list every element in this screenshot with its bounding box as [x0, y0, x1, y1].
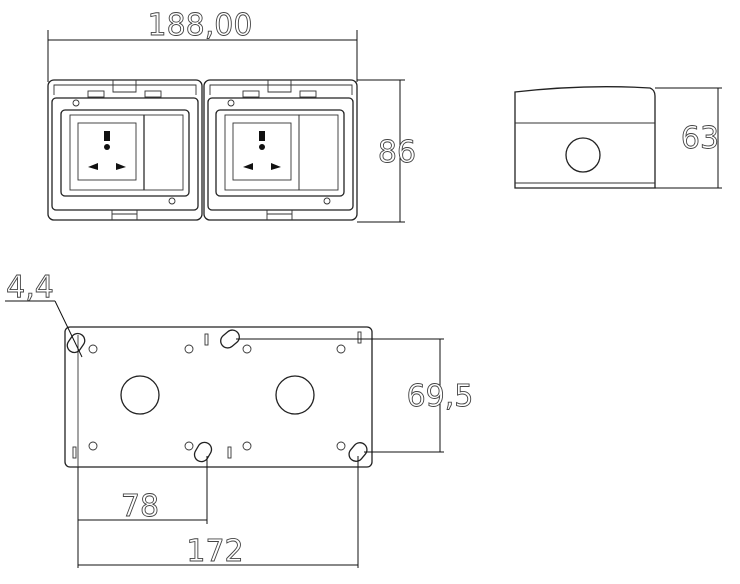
mounting-slots	[66, 329, 368, 463]
vertical-spacing-label: 69,5	[407, 379, 474, 414]
cable-entry-left	[120, 375, 160, 415]
small-holes	[88, 344, 346, 451]
depth-dimension-label: 63	[681, 121, 719, 156]
long-spacing-label: 172	[186, 534, 243, 569]
socket-module-left	[47, 79, 203, 221]
width-dimension-label: 188,00	[148, 8, 253, 43]
height-dimension-label: 86	[378, 135, 416, 170]
back-view: 4,4 69,5 78 172	[5, 270, 474, 569]
side-view: 63	[514, 86, 722, 189]
front-view: 188,00 86	[47, 8, 417, 223]
cable-entry-right	[275, 375, 315, 415]
hole-diameter-label: 4,4	[6, 270, 54, 305]
short-spacing-label: 78	[121, 489, 159, 524]
socket-module-right	[203, 79, 358, 221]
